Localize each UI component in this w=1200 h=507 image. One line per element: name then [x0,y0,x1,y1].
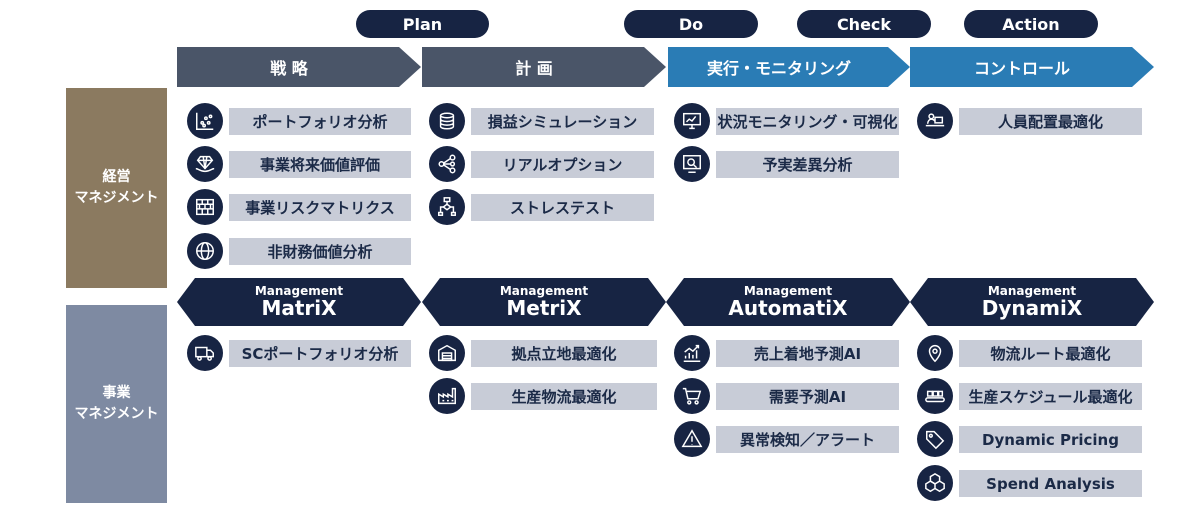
product-metrix: Management MetriX [422,278,666,326]
item-label: ポートフォリオ分析 [229,108,411,135]
item-label: 需要予測AI [716,383,899,410]
pdca-action: Action [964,10,1098,38]
scatter-chart-icon [187,103,223,139]
shopping-cart-icon [674,378,710,414]
phase-execution-monitoring: 実行・モニタリング [668,47,910,87]
row-label-business-text: 事業 マネジメント [74,385,159,422]
item-label: 異常検知／アラート [716,426,899,453]
item-label: 売上着地予測AI [716,340,899,367]
item-label: リアルオプション [471,151,654,178]
phase-control: コントロール [910,47,1154,87]
product-matrix-prefix: Management [254,284,344,299]
pdca-do: Do [624,10,758,38]
item-label: Dynamic Pricing [959,426,1142,453]
item-label: SCポートフォリオ分析 [229,340,411,367]
item-label: 損益シミュレーション [471,108,654,135]
item-label: 事業リスクマトリクス [229,194,411,221]
warning-icon [674,421,710,457]
item-label: 生産スケジュール最適化 [959,383,1142,410]
item-label: 物流ルート最適化 [959,340,1142,367]
esg-globe-icon [187,233,223,269]
conveyor-icon [917,378,953,414]
flowchart-icon [429,189,465,225]
diamond-hand-icon [187,146,223,182]
row-label-management-text: 経営 マネジメント [74,169,159,206]
row-label-business: 事業 マネジメント [66,305,167,503]
item-label: Spend Analysis [959,470,1142,497]
item-label: 拠点立地最適化 [471,340,657,367]
factory-icon [429,378,465,414]
product-metrix-prefix: Management [499,284,589,299]
desk-worker-icon [917,103,953,139]
phase-strategy: 戦 略 [177,47,421,87]
pdca-plan: Plan [356,10,489,38]
price-tag-icon [917,421,953,457]
row-label-management: 経営 マネジメント [66,88,167,288]
item-label: 予実差異分析 [716,151,899,178]
warehouse-icon [429,335,465,371]
growth-chart-icon [674,335,710,371]
product-automatix: Management AutomatiX [666,278,910,326]
truck-icon [187,335,223,371]
product-matrix-name: MatriX [261,295,337,320]
network-nodes-icon [429,146,465,182]
product-dynamix: Management DynamiX [910,278,1154,326]
item-label: 生産物流最適化 [471,383,657,410]
cubes-icon [917,465,953,501]
brick-wall-fire-icon [187,189,223,225]
item-label: ストレステスト [471,194,654,221]
product-matrix: Management MatriX [177,278,421,326]
product-automatix-prefix: Management [743,284,833,299]
coin-stack-icon [429,103,465,139]
product-dynamix-prefix: Management [987,284,1077,299]
phase-planning: 計 画 [422,47,666,87]
item-label: 非財務価値分析 [229,238,411,265]
item-label: 事業将来価値評価 [229,151,411,178]
magnifier-screen-icon [674,146,710,182]
item-label: 人員配置最適化 [959,108,1142,135]
map-pin-icon [917,335,953,371]
product-automatix-name: AutomatiX [728,295,848,320]
pdca-check: Check [797,10,931,38]
product-dynamix-name: DynamiX [981,295,1083,320]
item-label: 状況モニタリング・可視化 [716,108,899,135]
monitor-user-icon [674,103,710,139]
product-metrix-name: MetriX [506,295,582,320]
